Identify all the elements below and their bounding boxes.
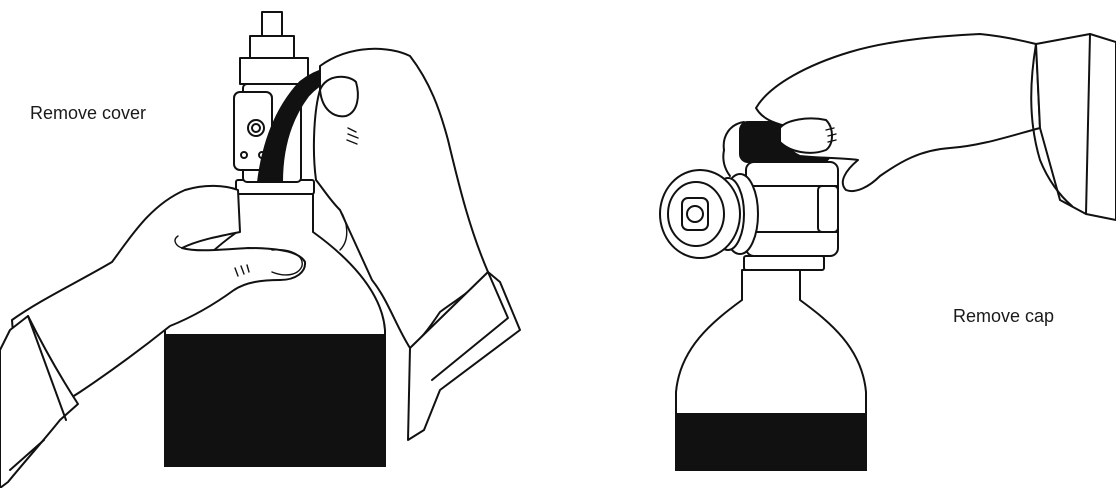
left-panel — [0, 11, 521, 488]
left-valve — [233, 11, 309, 183]
left-sleeve — [0, 315, 79, 488]
right-outlet — [659, 169, 759, 259]
cap-hand — [755, 33, 1041, 192]
right-panel — [659, 33, 1116, 471]
right-sleeve — [407, 271, 521, 441]
right-hand — [312, 47, 489, 349]
right-cylinder — [675, 255, 867, 471]
cap-sleeve — [1035, 33, 1116, 221]
remove-cover-label: Remove cover — [30, 103, 147, 123]
remove-cap-label: Remove cap — [953, 306, 1055, 326]
